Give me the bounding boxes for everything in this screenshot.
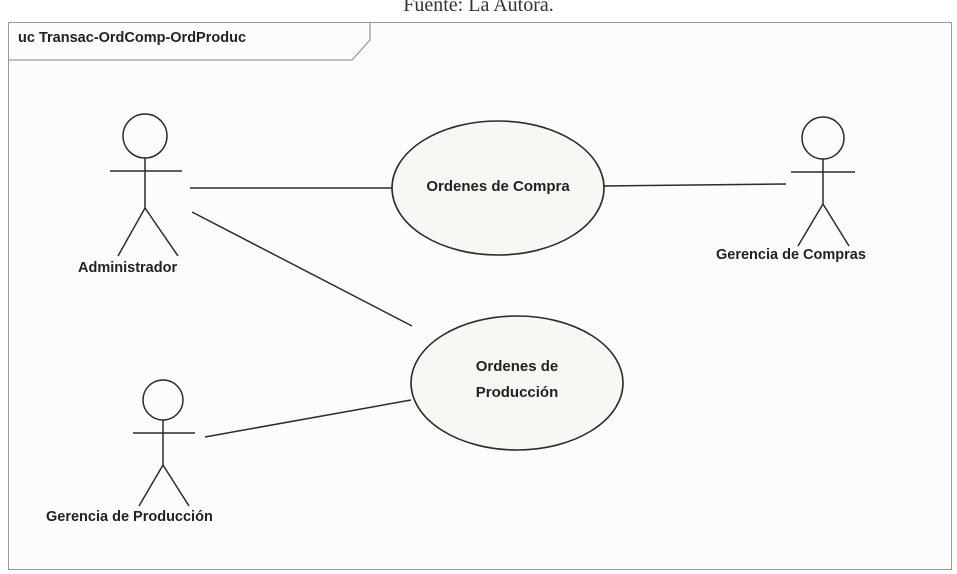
frame-label: uc Transac-OrdComp-OrdProduc — [18, 30, 247, 46]
actor-gerencia-produccion — [133, 379, 195, 507]
association-admin-produccion — [191, 211, 413, 327]
diagram-frame — [8, 22, 952, 570]
frame-label-tab — [8, 22, 371, 61]
use-case-ordenes-compra — [391, 120, 605, 256]
actor-label-administrador: Administrador — [78, 260, 178, 276]
actor-administrador — [110, 113, 182, 257]
association-produccion-gerencia-produccion — [204, 399, 412, 438]
association-compra-gerencia-compras — [603, 183, 787, 187]
actor-label-gerencia-compras: Gerencia de Compras — [716, 247, 866, 263]
use-case-ordenes-produccion — [410, 315, 624, 451]
use-case-label-ordenes-compra: Ordenes de Compra — [426, 178, 570, 195]
actor-gerencia-compras — [791, 116, 855, 247]
actor-label-gerencia-produccion: Gerencia de Producción — [46, 509, 213, 525]
use-case-label-ordenes-produccion-line2: Producción — [475, 384, 559, 401]
figure-caption: Fuente: La Autora. — [403, 0, 554, 16]
use-case-label-ordenes-produccion-line1: Ordenes de — [475, 358, 559, 375]
